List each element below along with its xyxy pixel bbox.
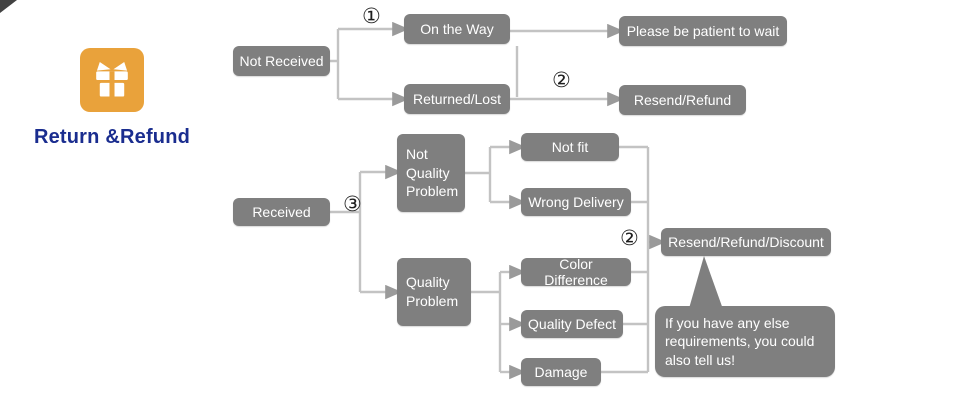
- connector-convergence: [601, 145, 650, 374]
- corner-mark: [0, 0, 17, 13]
- node-color-difference: Color Difference: [521, 256, 631, 288]
- connector-qp-split: [471, 272, 502, 372]
- node-resend-refund-discount: Resend/Refund/Discount: [661, 228, 831, 256]
- node-not-quality-problem: Not Quality Problem: [397, 134, 465, 212]
- gift-glyph: [96, 62, 128, 97]
- step-marker-1: ①: [362, 4, 381, 28]
- node-returned-lost: Returned/Lost: [404, 84, 510, 114]
- connector-not-received-split: [330, 29, 340, 99]
- node-quality-defect: Quality Defect: [521, 310, 623, 338]
- step-marker-2-bottom: ②: [620, 226, 639, 250]
- step-marker-2-top: ②: [552, 68, 571, 92]
- brand-block: Return &Refund: [28, 48, 196, 149]
- node-on-the-way: On the Way: [404, 14, 510, 44]
- node-not-received: Not Received: [233, 46, 330, 76]
- node-not-fit: Not fit: [521, 133, 619, 161]
- step-marker-3: ③: [343, 192, 362, 216]
- node-wrong-delivery: Wrong Delivery: [521, 188, 631, 216]
- node-quality-problem: Quality Problem: [397, 258, 471, 326]
- node-resend-refund: Resend/Refund: [619, 85, 746, 115]
- speech-bubble-tail: [688, 256, 724, 312]
- node-be-patient: Please be patient to wait: [619, 16, 787, 46]
- speech-bubble-note: If you have any else requirements, you c…: [655, 306, 835, 378]
- node-received: Received: [233, 198, 330, 226]
- connector-nqp-split: [465, 147, 492, 202]
- gift-icon: [80, 48, 144, 112]
- brand-label: Return &Refund: [33, 126, 191, 148]
- connector-received-split: [330, 172, 362, 292]
- node-damage: Damage: [521, 358, 601, 386]
